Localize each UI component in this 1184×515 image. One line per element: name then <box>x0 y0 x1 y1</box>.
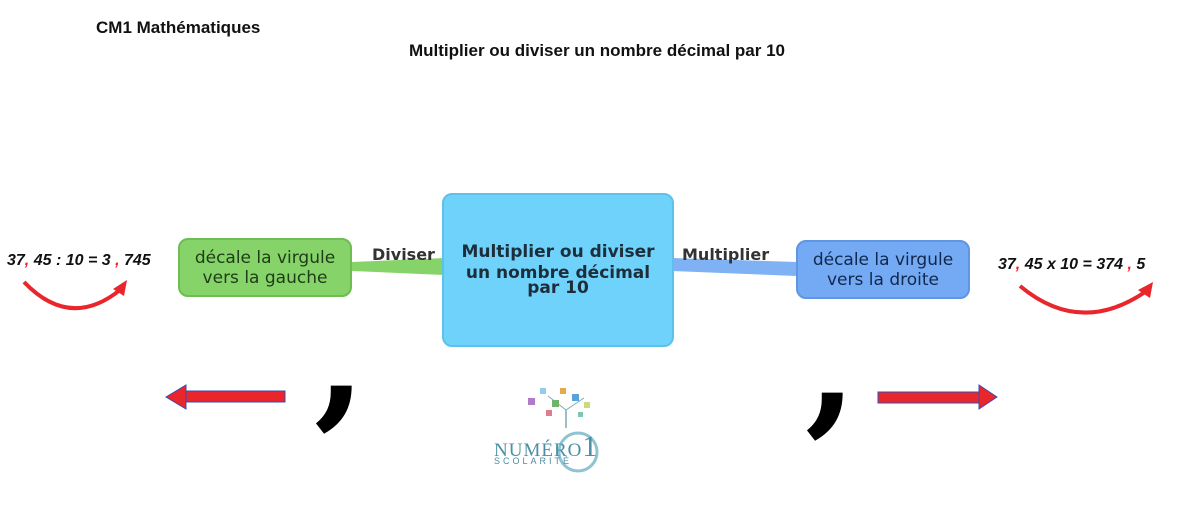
divide-connector <box>352 258 444 275</box>
division-example-original-comma: , <box>24 252 30 269</box>
multiply-node-line1: décale la virgule <box>812 249 954 270</box>
divide-node-line2: vers la gauche <box>202 267 328 288</box>
left-arrow-shaft <box>181 390 286 403</box>
multiply-connector <box>672 258 797 276</box>
central-topic-node: Multiplier ou diviser un nombre décimal … <box>442 193 674 347</box>
divide-result-node: décale la virgule vers la gauche <box>178 238 352 297</box>
division-example-part1: 37 <box>7 252 25 269</box>
right-curved-arrow <box>1018 284 1147 315</box>
left-arrow-head <box>165 384 187 410</box>
multiply-result-node: décale la virgule vers la droite <box>796 240 970 299</box>
left-curved-arrowhead <box>113 280 127 296</box>
page-title: Multiplier ou diviser un nombre décimal … <box>409 41 785 60</box>
right-comma-symbol: , <box>805 276 858 452</box>
numero1-logo: NUMÉRO1 SCOLARITÉ <box>494 384 597 466</box>
left-comma-symbol: , <box>314 269 367 445</box>
multiplication-example: 37, 45 x 10 = 374 , 5 <box>998 256 1145 274</box>
logo-name: NUMÉRO <box>494 440 583 461</box>
multiplication-example-part2: 45 x 10 = 374 <box>1020 256 1128 273</box>
central-topic-line3: par 10 <box>527 277 589 298</box>
logo-subtitle: SCOLARITÉ <box>494 456 573 466</box>
multiply-edge-label: Multiplier <box>682 245 770 264</box>
divide-node-line1: décale la virgule <box>194 247 336 268</box>
central-topic-line1: Multiplier ou diviser <box>461 241 655 262</box>
left-curved-arrow <box>22 280 122 311</box>
multiplication-example-part1: 37 <box>998 256 1016 273</box>
multiplication-example-result-comma: , <box>1127 256 1132 273</box>
logo-sprout-graphic <box>528 388 599 473</box>
central-topic-line2: un nombre décimal <box>465 262 651 283</box>
division-example-part3: 745 <box>119 252 151 269</box>
division-example-result-comma: , <box>115 252 120 269</box>
multiplication-example-original-comma: , <box>1015 256 1021 273</box>
right-curved-arrowhead <box>1138 282 1153 298</box>
course-label: CM1 Mathématiques <box>96 18 261 37</box>
division-example-part2: 45 : 10 = 3 <box>29 252 116 269</box>
right-arrow-shaft <box>877 391 982 404</box>
right-arrow-head <box>978 384 998 410</box>
multiply-node-line2: vers la droite <box>827 269 939 290</box>
logo-digit: 1 <box>582 430 598 463</box>
divide-edge-label: Diviser <box>372 245 435 264</box>
multiplication-example-part3: 5 <box>1131 256 1146 273</box>
division-example: 37, 45 : 10 = 3 , 745 <box>7 252 151 270</box>
